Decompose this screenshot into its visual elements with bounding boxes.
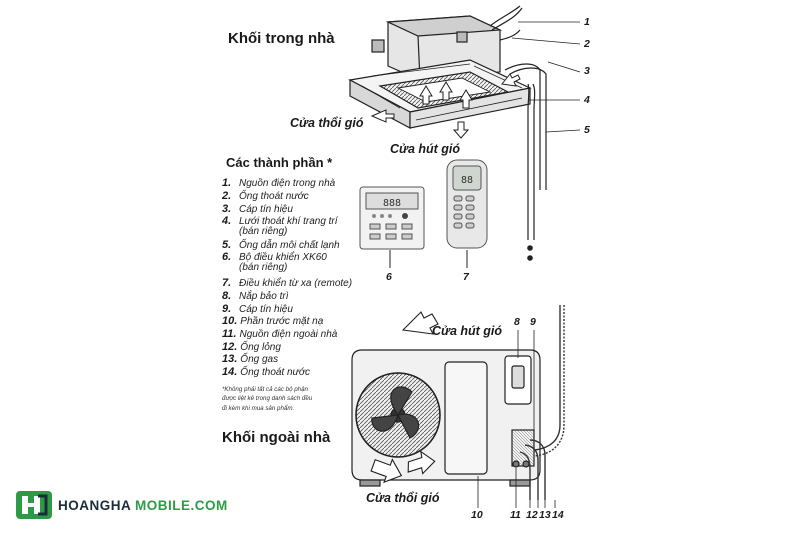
hoanghamobile-logo: HOANGHA MOBILE.COM: [16, 491, 228, 519]
indoor-leaders: [511, 21, 581, 133]
callout-5: 5: [584, 124, 590, 136]
list-item: 14.Ống thoát nước: [222, 366, 310, 378]
callout-11: 11: [510, 509, 521, 521]
list-item-continuation: (bán riêng): [239, 226, 288, 237]
indoor-heading: Khối trong nhà: [228, 30, 335, 47]
outdoor-pipes: [519, 305, 565, 500]
indoor-airflow-arrows: [370, 73, 521, 139]
list-item-continuation: (bán riêng): [239, 262, 288, 273]
indoor-unit: [348, 15, 532, 129]
indoor-pipes: [489, 5, 547, 261]
list-item: 4.Lưới thoát khí trang trí: [222, 215, 338, 227]
callout-6: 6: [386, 271, 392, 283]
indoor-outlet-label: Cửa thổi gió: [290, 116, 364, 130]
callout-12: 12: [526, 509, 538, 521]
callout-10: 10: [471, 509, 483, 521]
outdoor-heading: Khối ngoài nhà: [222, 429, 331, 446]
outdoor-airflow-arrows: [370, 311, 439, 484]
components-heading: Các thành phần *: [226, 155, 333, 170]
outdoor-leaders: [477, 330, 556, 508]
list-item: 7.Điều khiển từ xa (remote): [222, 277, 353, 289]
outdoor-inlet-label: Cửa hút gió: [432, 324, 503, 338]
list-item: 11.Nguồn điện ngoài nhà: [222, 328, 338, 340]
callout-9: 9: [530, 316, 536, 328]
indoor-inlet-label: Cửa hút gió: [390, 142, 461, 156]
controller-display: 888: [383, 198, 401, 209]
list-item: 3.Cáp tín hiệu: [222, 203, 293, 215]
logo-text: HOANGHA MOBILE.COM: [58, 497, 228, 513]
callout-8: 8: [514, 316, 520, 328]
wired-controller: 888: [359, 186, 425, 268]
callout-7: 7: [463, 271, 469, 283]
list-item: 8.Nắp bảo trì: [222, 290, 289, 302]
list-item: 12.Ống lỏng: [222, 341, 281, 353]
callout-13: 13: [539, 509, 551, 521]
outdoor-unit: [351, 349, 541, 487]
list-item: 5.Ống dẫn môi chất lạnh: [222, 239, 340, 251]
callout-1: 1: [584, 16, 590, 28]
list-item: 10.Phần trước mặt nạ: [222, 315, 324, 327]
callout-4: 4: [584, 94, 590, 106]
remote-display: 88: [461, 175, 473, 186]
list-item: 1.Nguồn điện trong nhà: [222, 177, 336, 189]
list-item: 2.Ống thoát nước: [222, 190, 309, 202]
callout-2: 2: [584, 38, 590, 50]
callout-3: 3: [584, 65, 590, 77]
list-item: 9.Cáp tín hiệu: [222, 303, 293, 315]
remote-control: 88: [446, 159, 488, 268]
outdoor-outlet-label: Cửa thổi gió: [366, 491, 440, 505]
footnote: *Không phải tất cả các bộ phận được liệt…: [222, 386, 313, 412]
callout-14: 14: [552, 509, 564, 521]
hh-logo-icon: [16, 491, 52, 519]
list-item: 6.Bộ điều khiển XK60: [222, 251, 327, 263]
list-item: 13.Ống gas: [222, 353, 279, 365]
